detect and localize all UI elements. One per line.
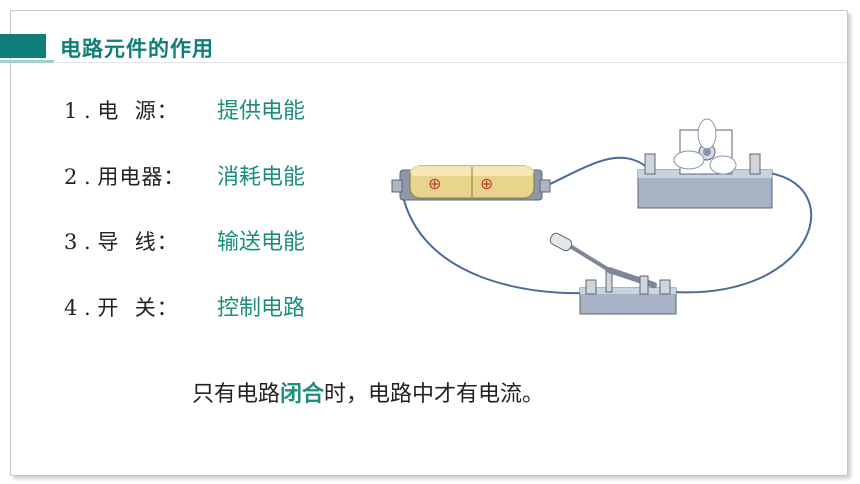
item-label: 开 关：: [97, 296, 179, 320]
answer-wire: 输送电能: [217, 230, 306, 255]
battery-plus-icon: ⊕: [480, 174, 493, 193]
battery-holder: [391, 165, 551, 201]
circuit-diagram: ⊕ ⊕: [391, 118, 813, 315]
item-switch: 4 . 开 关：: [64, 296, 179, 320]
item-number: 2: [64, 165, 78, 189]
fan-appliance: [637, 118, 773, 209]
item-power-source: 1 . 电 源：: [64, 99, 179, 123]
battery-plus-icon: ⊕: [428, 174, 441, 193]
header-accent: [0, 60, 54, 63]
conclusion-highlight: 闭合: [280, 382, 325, 407]
header-bar: [0, 34, 46, 58]
item-label: 电 源：: [97, 99, 179, 123]
item-number: 4: [64, 296, 78, 320]
conclusion-suffix: 时，电路中才有电流。: [324, 382, 545, 407]
conclusion-prefix: 只有电路: [192, 382, 281, 407]
knife-switch: [549, 232, 677, 315]
wire-battery-switch: [401, 191, 586, 295]
item-wire: 3 . 导 线：: [64, 230, 179, 254]
answer-appliance: 消耗电能: [217, 165, 306, 190]
answer-switch: 控制电路: [217, 296, 306, 321]
conclusion-text: 只有电路闭合时，电路中才有电流。: [192, 379, 544, 411]
title-divider: [56, 62, 846, 63]
item-number: 1: [64, 99, 78, 123]
item-number: 3: [64, 230, 78, 254]
wire-battery-fan: [547, 156, 649, 186]
page-title: 电路元件的作用: [60, 37, 214, 61]
item-label: 用电器：: [97, 165, 186, 189]
wire-fan-switch: [671, 171, 813, 294]
answer-power-source: 提供电能: [217, 99, 306, 124]
item-appliance: 2 . 用电器：: [64, 165, 186, 189]
item-label: 导 线：: [97, 230, 179, 254]
